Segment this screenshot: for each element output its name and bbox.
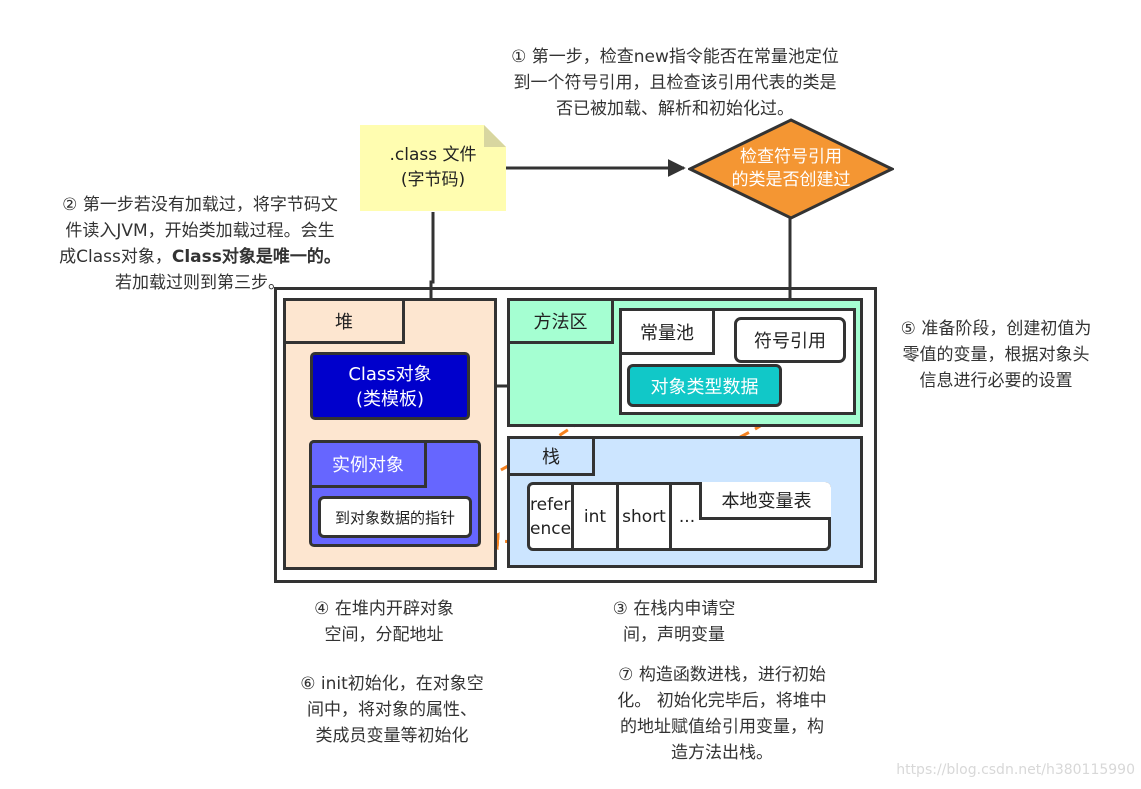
cell-reference: refer ence [527, 482, 574, 551]
stack-title-text: 栈 [542, 447, 560, 468]
symbol-ref-text: 符号引用 [754, 331, 826, 352]
step2-line3: 成Class对象，Class对象是唯一的。 [30, 244, 370, 270]
decision-line2: 的类是否创建过 [731, 170, 851, 190]
step7-line4: 造方法出栈。 [671, 743, 773, 763]
step1-line3: 否已被加载、解析和初始化过。 [556, 99, 794, 119]
heap-title: 堆 [283, 298, 405, 344]
constant-pool-title: 常量池 [619, 308, 715, 355]
method-area-title: 方法区 [507, 298, 614, 344]
step7-note: ⑦ 构造函数进栈，进行初始 化。 初始化完毕后，将堆中 的地址赋值给引用变量，构… [588, 662, 856, 766]
step6-line3: 类成员变量等初始化 [315, 726, 469, 746]
step6-line2: 间中，将对象的属性、 [307, 700, 477, 720]
cell-ellipsis: ... [672, 482, 702, 551]
step7-line3: 的地址赋值给引用变量，构 [620, 717, 824, 737]
step1-line2: 到一个符号引用，且检查该引用代表的类是 [513, 73, 837, 93]
decision-line1: 检查符号引用 [740, 147, 842, 167]
step5-note: ⑤ 准备阶段，创建初值为 零值的变量，根据对象头 信息进行必要的设置 [878, 316, 1114, 394]
step2-line4: 若加载过则到第三步。 [115, 273, 285, 293]
step5-line2: 零值的变量，根据对象头 [902, 345, 1090, 365]
object-type-data-box: 对象类型数据 [627, 364, 782, 407]
cell-int-text: int [583, 506, 607, 527]
cell-short: short [619, 482, 672, 551]
cell-reference-line1: refer [530, 495, 571, 515]
class-object-line2: (类模板) [355, 389, 425, 410]
watermark: https://blog.csdn.net/h380115990 [880, 762, 1135, 778]
step4-line2: 空间，分配地址 [324, 625, 444, 645]
step2-note: ② 第一步若没有加载过，将字节码文 件读入JVM，开始类加载过程。会生 成Cla… [30, 192, 370, 296]
stack-title: 栈 [507, 436, 595, 476]
step2-line1: ② 第一步若没有加载过，将字节码文 [62, 195, 338, 215]
step2-line3-bold: Class对象是唯一的。 [171, 247, 341, 267]
symbol-ref-box: 符号引用 [734, 317, 846, 363]
class-file-line2: (字节码) [400, 170, 466, 190]
class-object-box: Class对象 (类模板) [310, 352, 470, 420]
step5-line1: ⑤ 准备阶段，创建初值为 [900, 319, 1092, 339]
step2-line2: 件读入JVM，开始类加载过程。会生 [65, 221, 335, 241]
instance-title: 实例对象 [309, 440, 427, 488]
class-file-note: .class 文件 (字节码) [360, 125, 506, 211]
local-var-table-text: 本地变量表 [721, 490, 812, 512]
method-area-title-text: 方法区 [533, 312, 588, 333]
local-var-table-title: 本地变量表 [699, 482, 831, 520]
watermark-text: https://blog.csdn.net/h380115990 [896, 762, 1135, 778]
constant-pool-text: 常量池 [640, 322, 694, 344]
cell-reference-line2: ence [530, 519, 572, 539]
jvm-container [274, 287, 877, 583]
class-object-line1: Class对象 [348, 364, 432, 385]
diamond-shape [688, 118, 894, 220]
note-shape [360, 125, 506, 211]
cell-ellipsis-text: ... [678, 506, 696, 527]
class-file-line1: .class 文件 [389, 145, 477, 165]
step6-note: ⑥ init初始化，在对象空 间中，将对象的属性、 类成员变量等初始化 [272, 671, 512, 749]
step1-line1: ① 第一步，检查new指令能否在常量池定位 [511, 47, 839, 67]
step4-line1: ④ 在堆内开辟对象 [314, 599, 454, 619]
pointer-box: 到对象数据的指针 [318, 496, 472, 538]
step2-line3-a: 成Class对象， [59, 247, 172, 267]
step1-note: ① 第一步，检查new指令能否在常量池定位 到一个符号引用，且检查该引用代表的类… [470, 44, 880, 122]
heap-title-text: 堆 [335, 312, 353, 333]
step7-line2: 化。 初始化完毕后，将堆中 [617, 691, 827, 711]
step3-note: ③ 在栈内申请空 间，声明变量 [586, 596, 762, 648]
cell-short-text: short [622, 506, 666, 527]
object-type-data-text: 对象类型数据 [650, 376, 759, 398]
step3-line2: 间，声明变量 [623, 625, 725, 645]
step4-note: ④ 在堆内开辟对象 空间，分配地址 [286, 596, 482, 648]
instance-title-text: 实例对象 [332, 455, 404, 476]
decision-diamond: 检查符号引用 的类是否创建过 [688, 118, 894, 220]
cell-int: int [574, 482, 619, 551]
step3-line1: ③ 在栈内申请空 [612, 599, 736, 619]
step5-line3: 信息进行必要的设置 [919, 371, 1073, 391]
step7-line1: ⑦ 构造函数进栈，进行初始 [618, 665, 826, 685]
step6-line1: ⑥ init初始化，在对象空 [300, 674, 484, 694]
pointer-text: 到对象数据的指针 [334, 508, 455, 527]
